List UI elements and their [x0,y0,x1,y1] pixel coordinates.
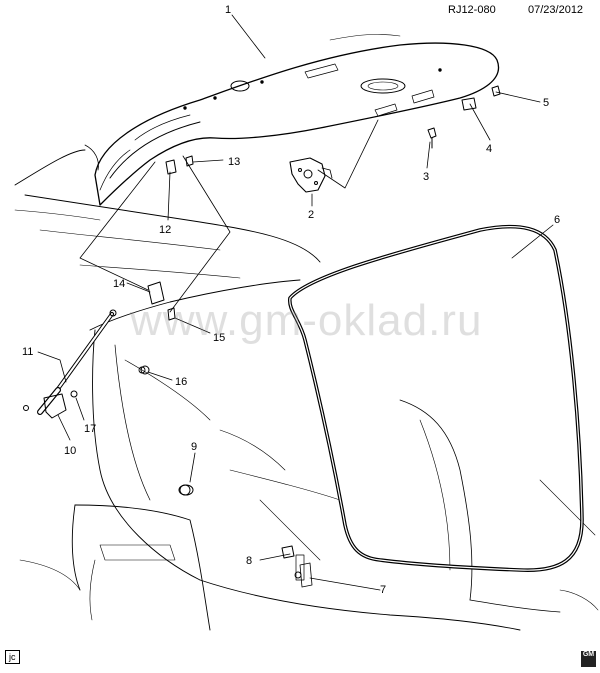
leader-lines [37,14,554,591]
bumper-part-5 [491,85,501,97]
nut-part-16 [140,365,150,375]
weatherstrip-seal [288,224,584,572]
callout-6: 6 [554,214,560,226]
diagram-reference: RJ12-080 [448,4,496,16]
strap-part-7 [299,562,313,588]
callout-5: 5 [543,97,549,109]
gm-logo: GM [581,651,596,667]
bolt-part-3 [427,127,437,149]
callout-13: 13 [228,156,240,168]
callout-9: 9 [191,441,197,453]
watermark: www.gm-oklad.ru [130,296,483,345]
callout-12: 12 [159,224,171,236]
vehicle-body [14,149,599,631]
callout-4: 4 [486,143,492,155]
bumper-part-4 [461,97,477,111]
callout-10: 10 [64,445,76,457]
callout-3: 3 [423,171,429,183]
gas-strut [23,309,117,415]
callout-14: 14 [113,278,125,290]
nut-part-17 [70,390,78,398]
liftgate-panel [84,34,500,206]
bracket-part-10 [43,393,67,419]
callout-labels: 1 2 3 4 5 6 7 8 9 10 11 12 13 14 15 16 1… [22,4,560,596]
clip-part-8 [281,545,295,559]
callout-15: 15 [213,332,225,344]
corner-tag: jc [5,650,20,664]
callout-8: 8 [246,555,252,567]
latch-part [289,157,333,193]
callout-7: 7 [380,584,386,596]
callout-1: 1 [225,4,231,16]
bracket-part-14 [147,281,165,305]
callout-11: 11 [22,346,33,358]
callout-17: 17 [84,423,96,435]
callout-2: 2 [308,209,314,221]
hinge-part-12 [165,159,177,175]
plug-part-9 [178,484,194,496]
callout-16: 16 [175,376,187,388]
diagram-date: 07/23/2012 [528,4,584,16]
clip-part-13 [185,155,194,167]
